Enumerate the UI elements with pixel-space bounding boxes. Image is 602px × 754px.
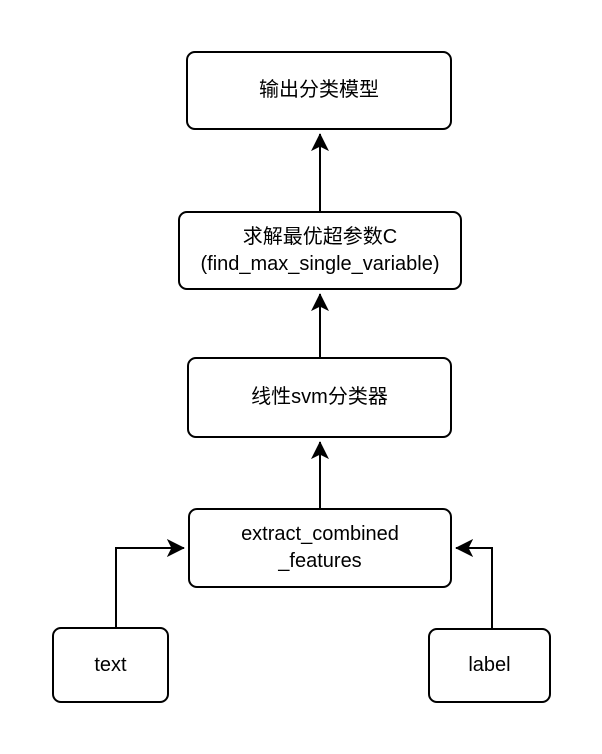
node-extract-line1: extract_combined bbox=[241, 523, 399, 545]
node-find-max-hyperparameter: 求解最优超参数C (find_max_single_variable) bbox=[178, 211, 462, 290]
node-extract-line2: _features bbox=[278, 550, 362, 572]
node-text-input: text bbox=[52, 627, 169, 703]
node-text-label: text bbox=[94, 653, 127, 676]
node-find-max-line1: 求解最优超参数C bbox=[242, 225, 398, 248]
arrow-label-to-extract bbox=[455, 539, 493, 628]
node-extract-combined-features: extract_combined _features bbox=[188, 508, 452, 588]
arrow-text-to-extract bbox=[115, 539, 185, 627]
node-output-model-label: 输出分类模型 bbox=[259, 79, 379, 101]
node-output-model: 输出分类模型 bbox=[186, 51, 452, 130]
node-label-input: label bbox=[428, 628, 551, 703]
node-find-max-line2: (find_max_single_variable) bbox=[200, 252, 440, 275]
node-linear-svm-label: 线性svm分类器 bbox=[251, 386, 388, 408]
node-label-label: label bbox=[468, 654, 511, 676]
node-linear-svm-classifier: 线性svm分类器 bbox=[187, 357, 452, 438]
